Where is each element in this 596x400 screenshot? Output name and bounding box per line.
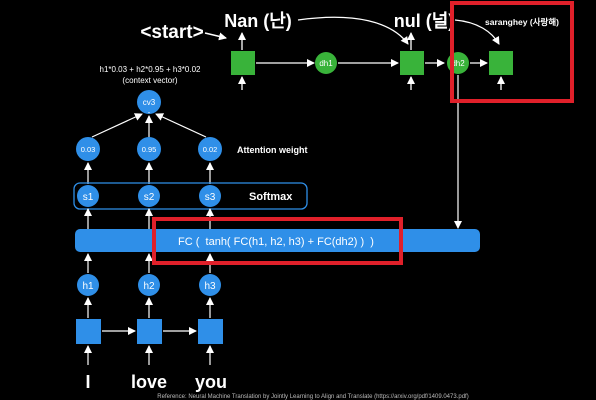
- score-s3: s3: [205, 192, 216, 203]
- score-s2: s2: [144, 192, 155, 203]
- dh1-node: [315, 52, 337, 74]
- start-token: <start>: [140, 22, 203, 43]
- decoder-cell-1: [231, 51, 255, 75]
- hidden-h2: h2: [143, 281, 155, 292]
- encoder-cell-1: [76, 319, 101, 344]
- input-word-1: I: [85, 372, 90, 392]
- hidden-h1: h1: [82, 281, 94, 292]
- decoder-cell-3: [489, 51, 513, 75]
- encoder-cell-2: [137, 319, 162, 344]
- context-vector-label: cv3: [143, 98, 156, 107]
- arrow-w3-to-cv3: [155, 113, 207, 138]
- dh1-label: dh1: [319, 59, 333, 68]
- score-s3-node: [199, 185, 221, 207]
- input-word-3: you: [195, 372, 227, 392]
- attention-weight-2-node: [137, 137, 161, 161]
- context-vector-node: [137, 90, 161, 114]
- context-label: (context vector): [122, 76, 177, 85]
- decoder-word-3: saranghey (사랑해): [485, 17, 559, 27]
- highlight-box-output: [450, 1, 574, 103]
- decoder-cell-2: [400, 51, 424, 75]
- score-s1-node: [77, 185, 99, 207]
- softmax-box: [73, 182, 308, 210]
- arrow-word2-to-cell3: [454, 19, 500, 45]
- decoder-word-1: Nan (난): [224, 11, 292, 31]
- context-formula: h1*0.03 + h2*0.95 + h3*0.02: [100, 65, 202, 74]
- decoder-word-2: nul (널): [394, 11, 455, 31]
- hidden-h1-node: [77, 274, 99, 296]
- attention-weight-label: Attention weight: [237, 145, 308, 155]
- attention-weight-3-node: [198, 137, 222, 161]
- score-s1: s1: [83, 192, 94, 203]
- attention-weight-1: 0.03: [81, 145, 96, 154]
- hidden-h3-node: [199, 274, 221, 296]
- dh2-label: dh2: [451, 59, 465, 68]
- highlight-box-fc: [152, 217, 403, 265]
- encoder-cell-3: [198, 319, 223, 344]
- score-s2-node: [138, 185, 160, 207]
- fc-formula: FC ( tanh( FC(h1, h2, h3) + FC(dh2) ) ): [178, 236, 374, 248]
- fc-bar: [75, 229, 480, 252]
- start-arrow: [204, 32, 227, 41]
- softmax-label: Softmax: [249, 191, 293, 203]
- attention-weight-1-node: [76, 137, 100, 161]
- hidden-h2-node: [138, 274, 160, 296]
- attention-weight-2: 0.95: [142, 145, 157, 154]
- arrow-word1-to-cell2: [297, 16, 409, 45]
- attention-weight-3: 0.02: [203, 145, 218, 154]
- arrow-w1-to-cv3: [91, 113, 143, 138]
- reference-footer: Reference: Neural Machine Translation by…: [157, 394, 468, 400]
- input-word-2: love: [131, 372, 167, 392]
- hidden-h3: h3: [204, 281, 216, 292]
